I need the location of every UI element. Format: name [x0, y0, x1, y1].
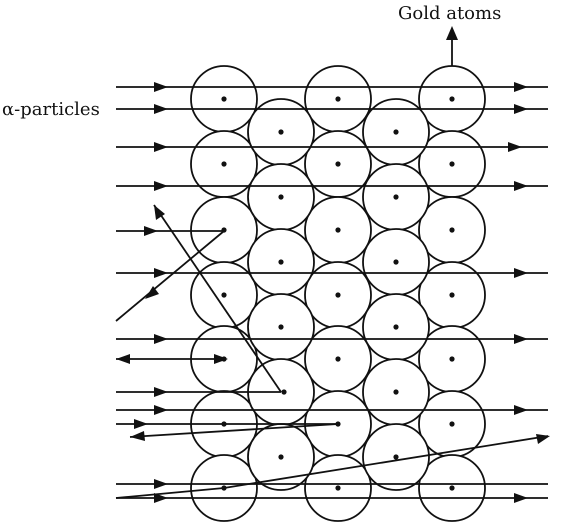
arrow-head — [154, 104, 168, 114]
alpha-ray-deflected — [153, 204, 282, 393]
nucleus-dot — [278, 194, 284, 200]
nucleus-dot — [335, 292, 341, 298]
nucleus-dot — [335, 356, 341, 362]
arrow-head — [154, 493, 168, 503]
nucleus-dot — [281, 389, 287, 395]
nucleus-dot — [335, 161, 341, 167]
nucleus-dot — [278, 129, 284, 135]
nucleus-dot — [335, 421, 341, 427]
nucleus-dot — [335, 227, 341, 233]
alpha-particles-label: α-particles — [2, 99, 100, 120]
arrow-head — [116, 354, 130, 364]
arrow-head — [154, 479, 168, 489]
arrow-head — [514, 181, 528, 191]
arrow-head — [154, 268, 168, 278]
arrow-head — [154, 387, 168, 397]
arrow-head — [514, 82, 528, 92]
nucleus-dot — [449, 161, 455, 167]
nucleus-dot — [335, 485, 341, 491]
nucleus-dot — [278, 324, 284, 330]
arrow-head — [154, 205, 165, 220]
nucleus-dot — [221, 421, 227, 427]
nucleus-dot — [393, 129, 399, 135]
gold-atoms-label: Gold atoms — [398, 3, 501, 24]
nucleus-dot — [221, 227, 227, 233]
arrow-head — [134, 419, 148, 429]
arrow-head — [514, 405, 528, 415]
nucleus-dot — [221, 485, 227, 491]
nucleus-dot — [221, 96, 227, 102]
nucleus-dot — [449, 227, 455, 233]
arrow-head — [144, 226, 158, 236]
arrow-head — [154, 405, 168, 415]
alpha-ray-deflected — [115, 230, 225, 322]
arrow-heads — [116, 82, 550, 503]
nucleus-dot — [278, 259, 284, 265]
nucleus-dot — [449, 356, 455, 362]
arrow-head — [536, 434, 550, 444]
nucleus-dot — [221, 292, 227, 298]
nucleus-dot — [335, 96, 341, 102]
alpha-ray-backscatter — [129, 423, 339, 438]
nucleus-dot — [393, 259, 399, 265]
alpha-ray-deflected — [115, 487, 225, 499]
nucleus-dot — [221, 161, 227, 167]
arrow-head — [154, 334, 168, 344]
nucleus-dot — [449, 96, 455, 102]
arrow-head — [514, 268, 528, 278]
alpha-ray-deflected — [223, 435, 549, 489]
nucleus-dot — [449, 421, 455, 427]
arrow-head — [145, 286, 159, 299]
nucleus-dot — [393, 389, 399, 395]
nucleus-dot — [393, 454, 399, 460]
nucleus-dot — [393, 324, 399, 330]
gold-nuclei — [221, 96, 455, 491]
nucleus-dot — [449, 292, 455, 298]
arrow-head — [514, 493, 528, 503]
nucleus-dot — [221, 356, 227, 362]
nucleus-dot — [393, 194, 399, 200]
arrow-head — [508, 142, 522, 152]
nucleus-dot — [449, 485, 455, 491]
arrow-head — [154, 82, 168, 92]
arrow-head — [514, 104, 528, 114]
arrow-head — [130, 431, 145, 441]
arrow-head — [514, 334, 528, 344]
arrow-head — [154, 142, 168, 152]
arrow-head — [154, 181, 168, 191]
nucleus-dot — [278, 454, 284, 460]
arrow-head — [214, 354, 228, 364]
alpha-particle-paths — [115, 86, 549, 499]
